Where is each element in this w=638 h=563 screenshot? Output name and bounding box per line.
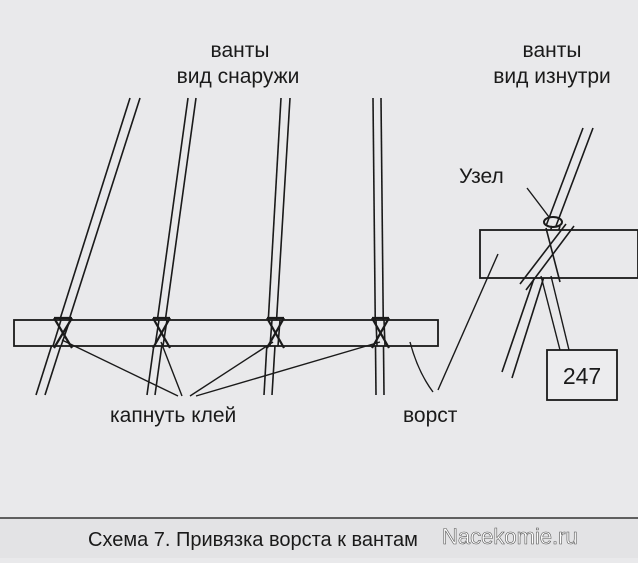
inside-label-line1: ванты [523, 39, 582, 62]
lashing-3 [266, 316, 285, 349]
shroud-1 [35, 97, 141, 396]
shroud-2 [146, 97, 197, 396]
lashing-2 [152, 316, 171, 349]
figure-caption: Схема 7. Привязка ворста к вантам [88, 529, 418, 551]
outside-view [13, 97, 439, 397]
glue-pointers [61, 339, 381, 397]
outside-label-line2: вид снаружи [177, 65, 300, 88]
part-number-box [546, 349, 618, 401]
knot-pointer [526, 187, 550, 218]
inside-view [437, 127, 638, 401]
shroud-4 [372, 97, 385, 396]
outside-label-line1: ванты [211, 39, 270, 62]
part-number: 247 [563, 363, 601, 389]
inside-label-line2: вид изнутри [493, 65, 610, 88]
watermark: Nacekomie.ru [442, 524, 578, 549]
caption-band [0, 518, 638, 558]
knot-mark [543, 216, 563, 228]
inside-batten [479, 229, 638, 279]
inside-batten-pointer [437, 253, 499, 391]
shroud-3 [263, 97, 291, 396]
batten-bar [13, 319, 439, 347]
batten-label: ворст [403, 404, 458, 427]
knot-label: Узел [459, 165, 504, 188]
glue-label: капнуть клей [110, 404, 236, 427]
batten-pointer [409, 341, 434, 393]
